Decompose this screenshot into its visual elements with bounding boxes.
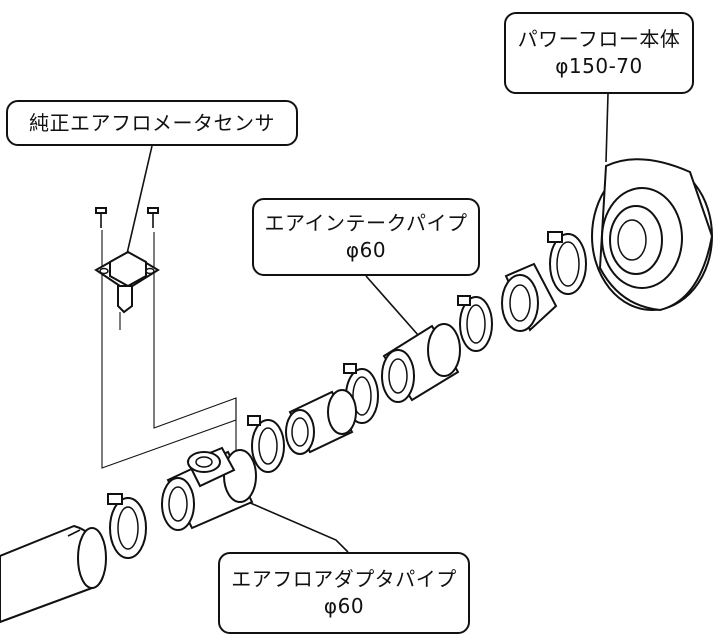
callout-intake-pipe: エアインテークパイプ φ60 xyxy=(252,198,480,276)
leader-intake xyxy=(365,275,427,345)
short-sleeve xyxy=(285,389,357,455)
existing-duct xyxy=(0,524,107,624)
leader-sensor xyxy=(125,145,153,259)
hose-clamp-1b xyxy=(247,415,285,473)
callout-power-flow-body: パワーフロー本体 φ150-70 xyxy=(504,12,694,94)
power-flow-body xyxy=(591,158,714,312)
label-adapter-pipe: エアフロアダプタパイプ xyxy=(231,567,457,591)
hose-clamp-3 xyxy=(457,295,493,352)
screw-left xyxy=(95,207,107,228)
airflow-adapter-pipe xyxy=(161,446,257,531)
hose-clamp-1 xyxy=(107,493,147,559)
callout-adapter-pipe: エアフロアダプタパイプ φ60 xyxy=(218,552,470,634)
label-intake-pipe-size: φ60 xyxy=(345,238,387,262)
label-intake-pipe: エアインテークパイプ xyxy=(264,211,468,235)
leader-lines xyxy=(125,93,609,553)
sensor-guide-lines xyxy=(101,230,237,469)
reducer-coupler xyxy=(501,262,558,332)
leader-body xyxy=(605,93,609,163)
leader-adapter xyxy=(224,491,349,553)
intake-pipe xyxy=(381,323,461,403)
callout-airflow-sensor: 純正エアフロメータセンサ xyxy=(6,100,298,146)
label-adapter-pipe-size: φ60 xyxy=(323,594,365,618)
label-power-flow-body: パワーフロー本体 xyxy=(517,27,681,51)
screw-right xyxy=(147,207,159,228)
label-airflow-sensor: 純正エアフロメータセンサ xyxy=(29,110,275,135)
label-power-flow-body-size: φ150-70 xyxy=(555,54,643,78)
hose-clamp-4 xyxy=(547,231,587,295)
airflow-sensor xyxy=(94,250,160,314)
